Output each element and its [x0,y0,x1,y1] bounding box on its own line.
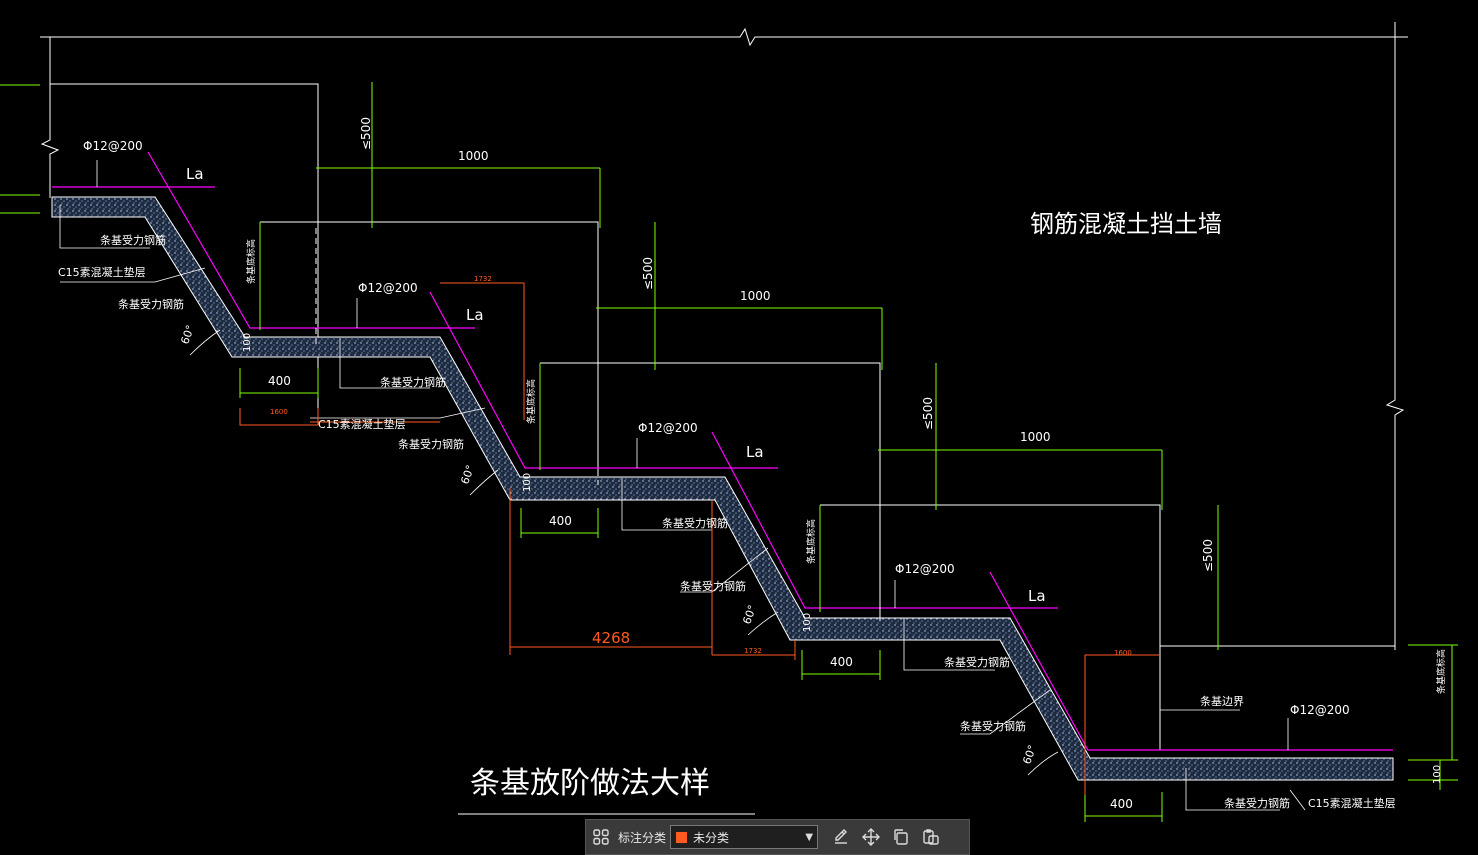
grid-icon[interactable] [586,822,616,852]
dim-total-4268: 4268 [592,629,630,647]
main-rebar-1b: 条基受力钢筋 [118,297,184,311]
width-400-2: 400 [549,514,572,528]
frame-lines [40,22,1408,815]
angle-4: 60° [1020,743,1039,766]
orange-dimensions [239,282,1160,795]
width-400-1: 400 [268,374,291,388]
rebar-spec-1: Φ12@200 [83,139,143,153]
base-elev-4: 条基底标高 [1435,649,1447,694]
category-color-swatch [675,830,689,844]
move-icon[interactable] [856,822,886,852]
c15-label-3: C15素混凝土垫层 [1308,796,1396,810]
base-elev-3: 条基底标高 [805,519,817,564]
main-rebar-2: 条基受力钢筋 [380,375,446,389]
base-elev-1: 条基底标高 [245,239,257,284]
dim-1732-b: 1732 [744,647,762,655]
dim-1732-a: 1732 [474,275,492,283]
la-label-2: La [466,306,484,324]
width-400-4: 400 [1110,797,1133,811]
rebar-spec-2: Φ12@200 [358,281,418,295]
angle-3: 60° [740,603,759,626]
dashed-lines [315,228,881,625]
dim-1600-a: 1600 [270,408,288,416]
step-1000-3: 1000 [1020,430,1051,444]
height-le500-3: ≤500 [921,397,935,430]
annotation-toolbar: 标注分类 未分类 ▼ [585,819,970,855]
angle-1: 60° [178,323,197,346]
chevron-down-icon: ▼ [805,831,814,843]
edit-icon[interactable] [826,822,856,852]
main-rebar-1: 条基受力钢筋 [100,233,166,247]
dim-1600-b: 1600 [1114,649,1132,657]
angle-2: 60° [458,463,477,486]
la-label-4: La [1028,587,1046,605]
thickness-100-4: 100 [1432,765,1443,784]
main-rebar-2b: 条基受力钢筋 [398,437,464,451]
paste-icon[interactable] [916,822,946,852]
main-rebar-5: 条基受力钢筋 [1224,796,1290,810]
category-label: 标注分类 [618,830,667,845]
rebar-spec-3: Φ12@200 [638,421,698,435]
la-label-1: La [186,165,204,183]
rebar-lines [52,151,1393,751]
main-rebar-4b: 条基受力钢筋 [960,719,1026,733]
step-1000-1: 1000 [458,149,489,163]
height-le500-2: ≤500 [641,257,655,290]
step-1000-2: 1000 [740,289,771,303]
edge-label: 条基边界 [1200,694,1244,708]
rebar-spec-5: Φ12@200 [1290,703,1350,717]
thickness-100-2: 100 [522,473,533,492]
thickness-100-1: 100 [242,333,253,352]
drawing-title: 条基放阶做法大样 [470,766,710,801]
wall-label: 钢筋混凝土挡土墙 [1030,210,1222,238]
height-le500-1: ≤500 [359,117,373,150]
c15-label-2: C15素混凝土垫层 [318,417,406,431]
height-le500-4: ≤500 [1201,539,1215,572]
dimension-lines [0,82,1458,822]
main-rebar-3b: 条基受力钢筋 [680,579,746,593]
category-selected-value: 未分类 [693,830,730,845]
category-dropdown[interactable]: 未分类 ▼ [670,825,819,849]
c15-label-1: C15素混凝土垫层 [58,265,146,279]
leader-lines [59,160,1306,811]
copy-icon[interactable] [886,822,916,852]
main-rebar-3: 条基受力钢筋 [662,516,728,530]
base-elev-2: 条基底标高 [525,379,537,424]
main-rebar-4: 条基受力钢筋 [944,655,1010,669]
la-label-3: La [746,443,764,461]
drawing-labels: 钢筋混凝土挡土墙 条基放阶做法大样 Φ12@200 Φ12@200 Φ12@20… [58,117,1447,811]
thickness-100-3: 100 [802,613,813,632]
rebar-spec-4: Φ12@200 [895,562,955,576]
width-400-3: 400 [830,655,853,669]
foundation-slab [51,196,1394,781]
